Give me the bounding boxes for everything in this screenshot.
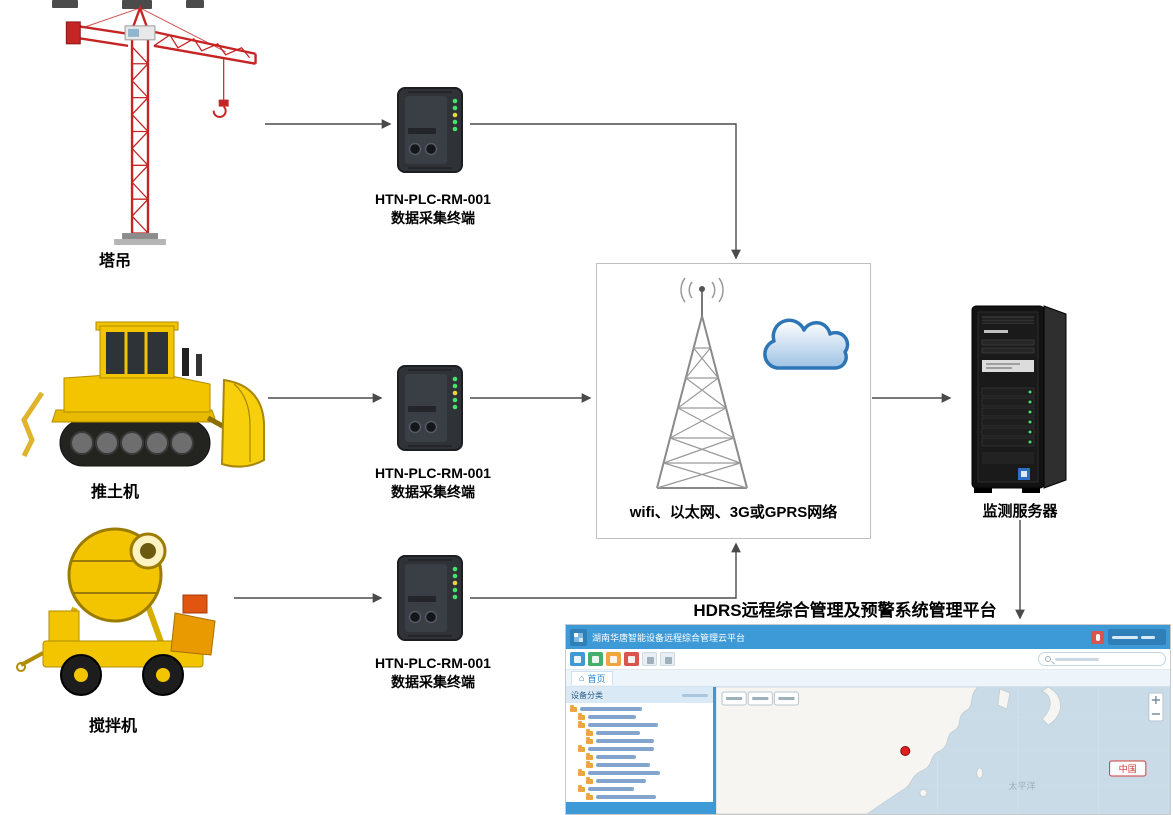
- crop-artifact: [122, 0, 152, 9]
- mini-body: 设备分类: [566, 687, 1170, 814]
- tree-item: [566, 705, 713, 713]
- mini-toolbar-button-red: [624, 652, 639, 666]
- tree-item: [566, 721, 713, 729]
- folder-icon: [586, 761, 593, 768]
- bulldozer-image: [12, 298, 270, 480]
- server-label: 监测服务器: [982, 503, 1058, 520]
- platform-screenshot: 湖南华唐智能设备远程综合管理云平台 ⌂: [565, 624, 1171, 815]
- tower-crane-image: [28, 2, 263, 246]
- mini-user-area: [1108, 629, 1166, 645]
- folder-icon: [578, 769, 585, 776]
- plc-model: HTN-PLC-RM-001: [375, 191, 491, 207]
- network-label: wifi、以太网、3G或GPRS网络: [629, 504, 838, 521]
- search-icon: [1045, 656, 1051, 662]
- tree-item: [566, 753, 713, 761]
- folder-icon: [578, 721, 585, 728]
- plc-device-1: [396, 86, 468, 174]
- mini-toolbar-button-orange: [606, 652, 621, 666]
- mini-logo-icon: [570, 628, 587, 646]
- plc-model: HTN-PLC-RM-001: [375, 465, 491, 481]
- plc-type: 数据采集终端: [391, 674, 475, 690]
- mini-panel-tab-bar: [682, 693, 708, 697]
- folder-icon: [578, 713, 585, 720]
- tower-crane-illustration: [65, 4, 257, 246]
- bulldozer-illustration: [21, 321, 265, 468]
- map-type-buttons: [721, 691, 800, 706]
- tower-crane-label: 塔吊: [98, 253, 131, 270]
- folder-icon: [586, 793, 593, 800]
- map-region-label: 中国: [1119, 763, 1137, 774]
- tree-item: [566, 729, 713, 737]
- folder-icon: [586, 737, 593, 744]
- tree-item: [566, 793, 713, 801]
- mini-map: 中国 太平洋: [716, 687, 1170, 814]
- folder-icon: [570, 705, 577, 712]
- plc-illustration: [397, 555, 463, 641]
- mini-toolbar-button-blue: [570, 652, 585, 666]
- plc-device-2: [396, 364, 468, 452]
- tree-item: [566, 769, 713, 777]
- network-box: wifi、以太网、3G或GPRS网络: [596, 263, 871, 539]
- mini-panel-title: 设备分类: [571, 690, 603, 700]
- mini-tab-home-label: 首页: [587, 674, 606, 684]
- mini-user-text-bar: [1141, 635, 1155, 639]
- platform-title: HDRS远程综合管理及预警系统管理平台: [693, 601, 997, 620]
- mini-toolbar-button-gray: [660, 652, 675, 666]
- tree-item: [566, 737, 713, 745]
- mini-tab-home: ⌂ 首页: [571, 671, 614, 685]
- mixer-label: 搅拌机: [88, 718, 137, 735]
- folder-icon: [586, 729, 593, 736]
- plc-type: 数据采集终端: [391, 210, 475, 226]
- mini-sidebar-footer: [566, 802, 713, 814]
- folder-icon: [578, 745, 585, 752]
- plc-label-2: HTN-PLC-RM-001 数据采集终端: [348, 464, 518, 502]
- map-illustration: 中国 太平洋: [716, 687, 1170, 814]
- mixer-illustration: [16, 527, 216, 696]
- mini-search-placeholder-bar: [1055, 657, 1099, 661]
- mini-sidebar: 设备分类: [566, 687, 716, 814]
- mini-toolbar: [566, 649, 1170, 670]
- signal-tower-icon: [632, 276, 772, 504]
- plc-type: 数据采集终端: [391, 484, 475, 500]
- folder-icon: [586, 753, 593, 760]
- mini-user-text-bar: [1112, 635, 1138, 639]
- mini-toolbar-button-green: [588, 652, 603, 666]
- folder-icon: [586, 777, 593, 784]
- plc-label-3: HTN-PLC-RM-001 数据采集终端: [348, 654, 518, 692]
- mini-tab-bar: ⌂ 首页: [566, 670, 1170, 687]
- mini-sidebar-header: 设备分类: [566, 687, 713, 703]
- mini-device-tree: [566, 703, 713, 802]
- mini-header: 湖南华唐智能设备远程综合管理云平台: [566, 625, 1170, 649]
- plc-device-3: [396, 554, 468, 642]
- map-marker-icon: [900, 746, 911, 756]
- arrow-plc3-to-network: [470, 542, 741, 599]
- map-ocean-label: 太平洋: [1008, 780, 1035, 791]
- tree-item: [566, 761, 713, 769]
- plc-illustration: [397, 365, 463, 451]
- mini-header-title: 湖南华唐智能设备远程综合管理云平台: [592, 632, 746, 643]
- cloud-icon: [747, 310, 859, 388]
- tree-item: [566, 745, 713, 753]
- tree-item: [566, 777, 713, 785]
- plc-illustration: [397, 87, 463, 173]
- home-icon: ⌂: [579, 673, 585, 683]
- plc-model: HTN-PLC-RM-001: [375, 655, 491, 671]
- mini-header-right: [1091, 629, 1166, 645]
- plc-label-1: HTN-PLC-RM-001 数据采集终端: [348, 190, 518, 228]
- tree-item: [566, 785, 713, 793]
- map-zoom-control: [1148, 692, 1164, 722]
- mini-search-box: [1038, 652, 1166, 666]
- mini-toolbar-button-gray: [642, 652, 657, 666]
- folder-icon: [578, 785, 585, 792]
- mixer-image: [15, 503, 230, 703]
- mini-alert-icon: [1091, 630, 1104, 644]
- server-image: [956, 300, 1086, 495]
- crop-artifact: [186, 0, 204, 8]
- tree-item: [566, 713, 713, 721]
- crop-artifact: [52, 0, 78, 8]
- bulldozer-label: 推土机: [90, 484, 139, 501]
- server-illustration: [971, 305, 1067, 493]
